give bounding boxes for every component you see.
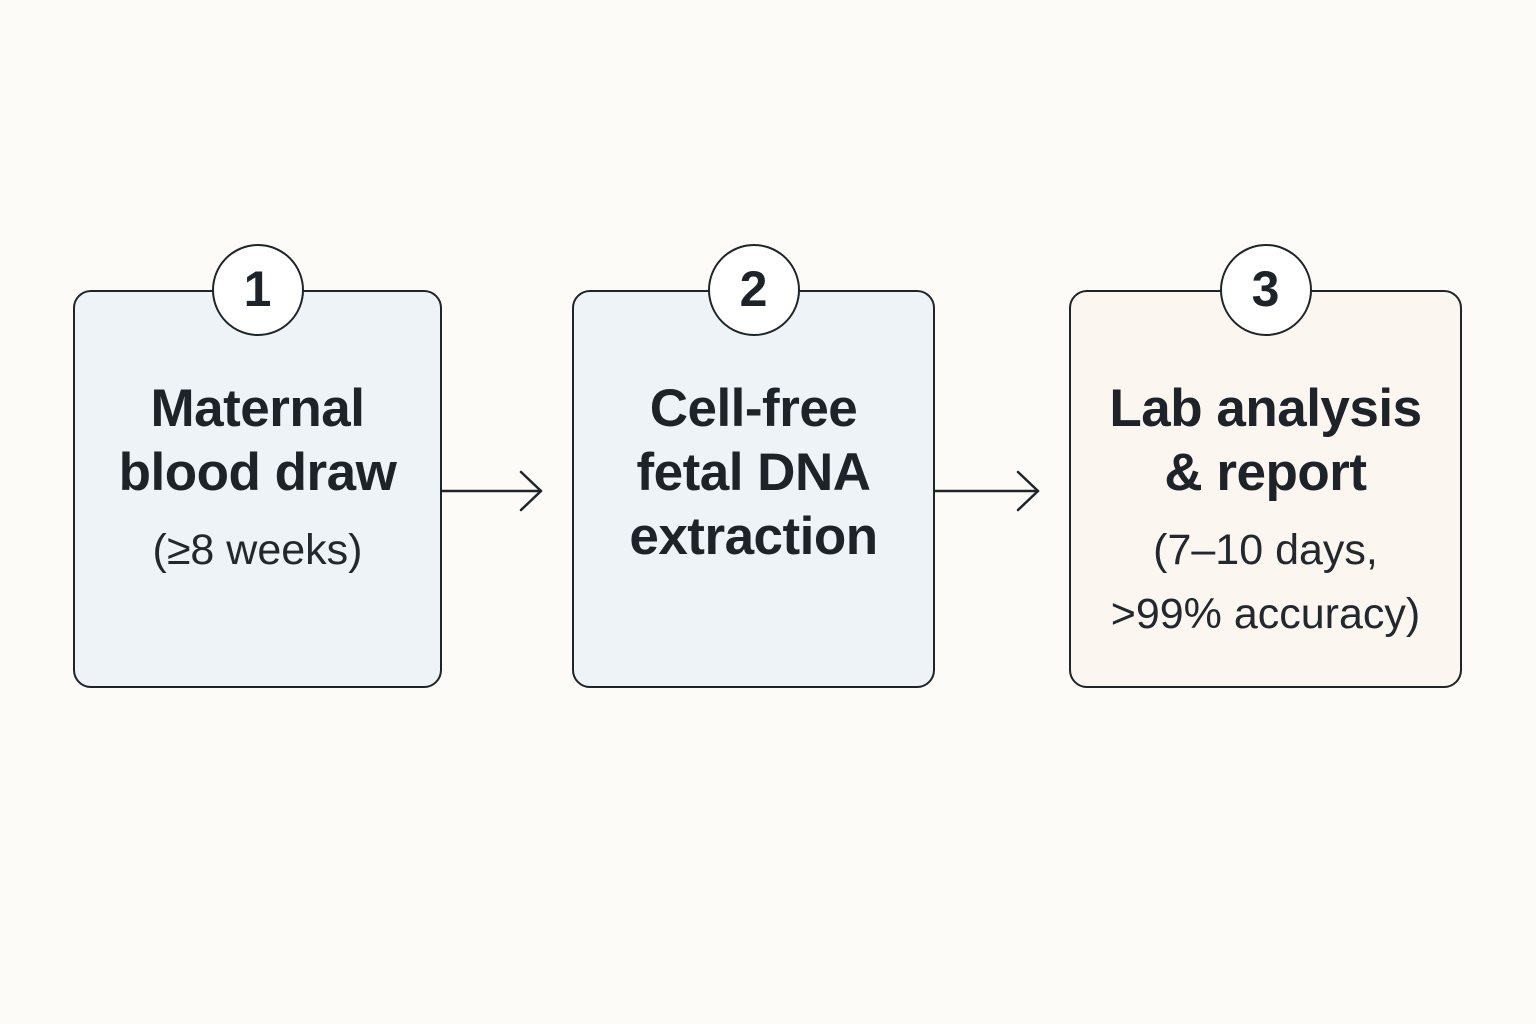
step-1-box: 1 Maternal blood draw (≥8 weeks) [73,244,442,688]
arrow-right-icon [935,470,1040,512]
step-2-title: Cell-free fetal DNA extraction [629,379,878,566]
step-2-number-badge: 2 [707,244,800,336]
step-3-detail: (7–10 days, >99% accuracy) [1110,526,1421,638]
arrow-right-icon [442,470,543,512]
step-3-box: 3 Lab analysis & report (7–10 days, >99%… [1069,244,1462,688]
step-2-box: 2 Cell-free fetal DNA extraction [572,244,935,688]
step-3-title: Lab analysis & report [1109,379,1422,502]
step-1-number-badge: 1 [211,244,304,336]
step-1-title: Maternal blood draw [118,379,397,502]
step-3-number-badge: 3 [1219,244,1312,336]
step-1-detail: (≥8 weeks) [152,526,363,574]
